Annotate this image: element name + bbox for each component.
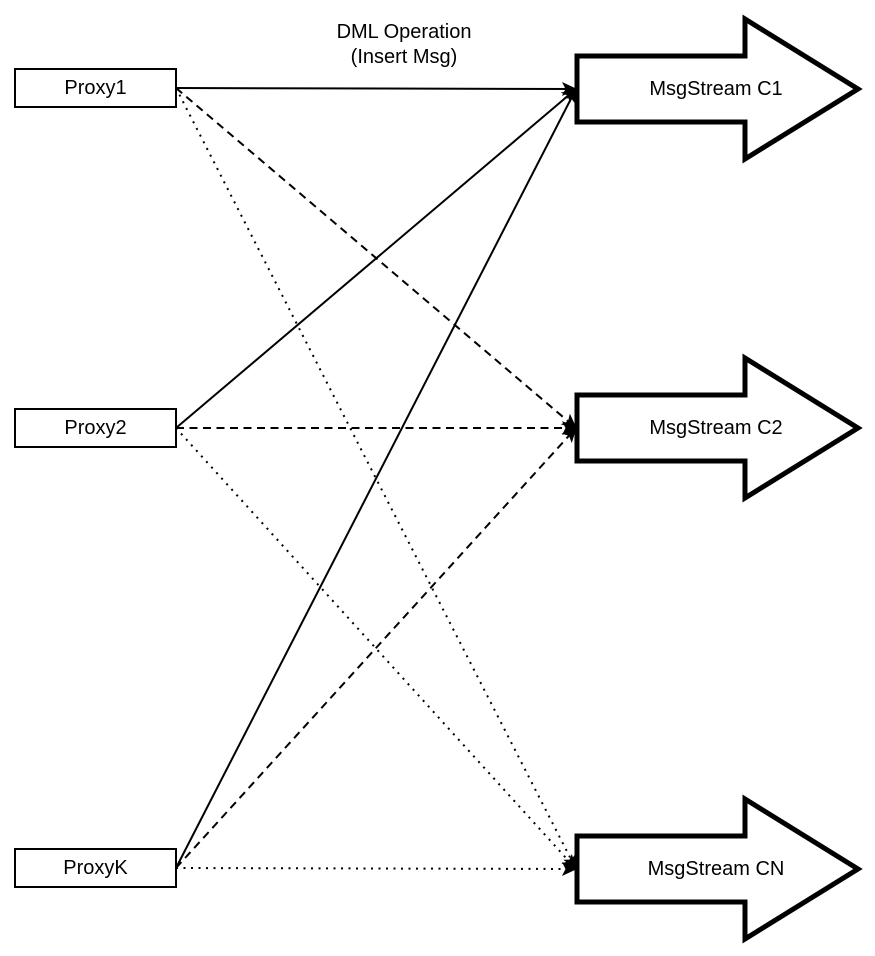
edge-proxyk-stream-cn — [175, 861, 577, 876]
msgstream-cn-label: MsgStream CN — [648, 858, 785, 880]
edge-proxyk-stream-c2 — [175, 427, 577, 869]
proxy2-node: Proxy2 — [14, 408, 177, 448]
edge-proxy1-stream-c1 — [175, 81, 577, 96]
proxyk-label: ProxyK — [63, 856, 128, 879]
proxy2-label: Proxy2 — [64, 416, 127, 439]
proxy1-label: Proxy1 — [64, 76, 127, 99]
msgstream-c2-node: MsgStream C2 — [573, 353, 865, 503]
dml-operation-label-line1: DML Operation — [336, 21, 472, 43]
msgstream-cn-node: MsgStream CN — [573, 794, 865, 944]
edge-proxyk-stream-c1 — [175, 88, 577, 869]
msgstream-c2-label: MsgStream C2 — [649, 417, 782, 439]
proxy1-node: Proxy1 — [14, 68, 177, 108]
edge-proxy1-stream-cn — [175, 87, 577, 870]
edge-proxy2-stream-cn — [175, 427, 577, 870]
msgstream-c1-node: MsgStream C1 — [573, 14, 865, 164]
proxyk-node: ProxyK — [14, 848, 177, 888]
dml-operation-label-line2: (Insert Msg) — [350, 46, 458, 68]
msgstream-c1-arrow-shape — [574, 14, 863, 164]
edge-proxy2-stream-c1 — [175, 88, 577, 429]
msgstream-c1-label: MsgStream C1 — [649, 78, 782, 100]
edge-proxy1-stream-c2 — [175, 87, 577, 429]
dml-operation-label: DML Operation (Insert Msg) — [254, 20, 554, 70]
msgstream-c2-arrow-shape — [574, 353, 863, 503]
msgstream-cn-arrow-shape — [574, 794, 863, 944]
